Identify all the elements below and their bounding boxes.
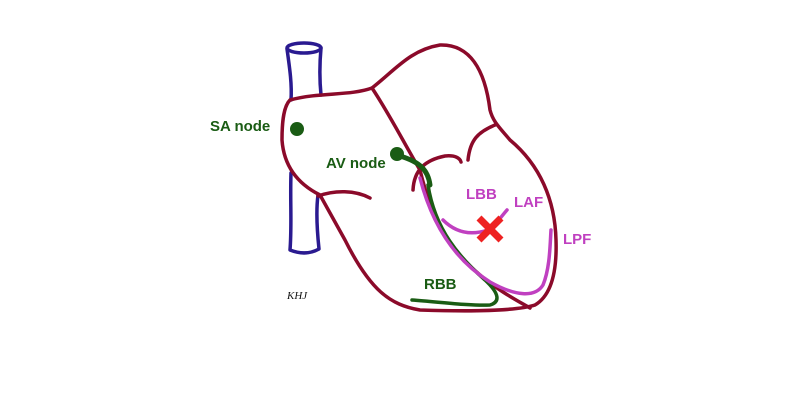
vena-cava [285,41,323,255]
left-bundle-branch [418,176,553,296]
av-node-label: AV node [326,155,386,172]
rbb-label: RBB [424,276,457,293]
sa-node-label: SA node [210,118,271,135]
his-bundle [397,153,433,188]
sa-node-dot [290,122,304,136]
conduction-system [290,122,553,307]
right-bundle-branch [410,183,499,307]
laf-label: LAF [514,194,544,211]
block-x-icon [476,215,504,243]
author-signature: KHJ [287,290,308,302]
lpf-label: LPF [563,231,592,248]
lbb-label: LBB [466,186,497,203]
